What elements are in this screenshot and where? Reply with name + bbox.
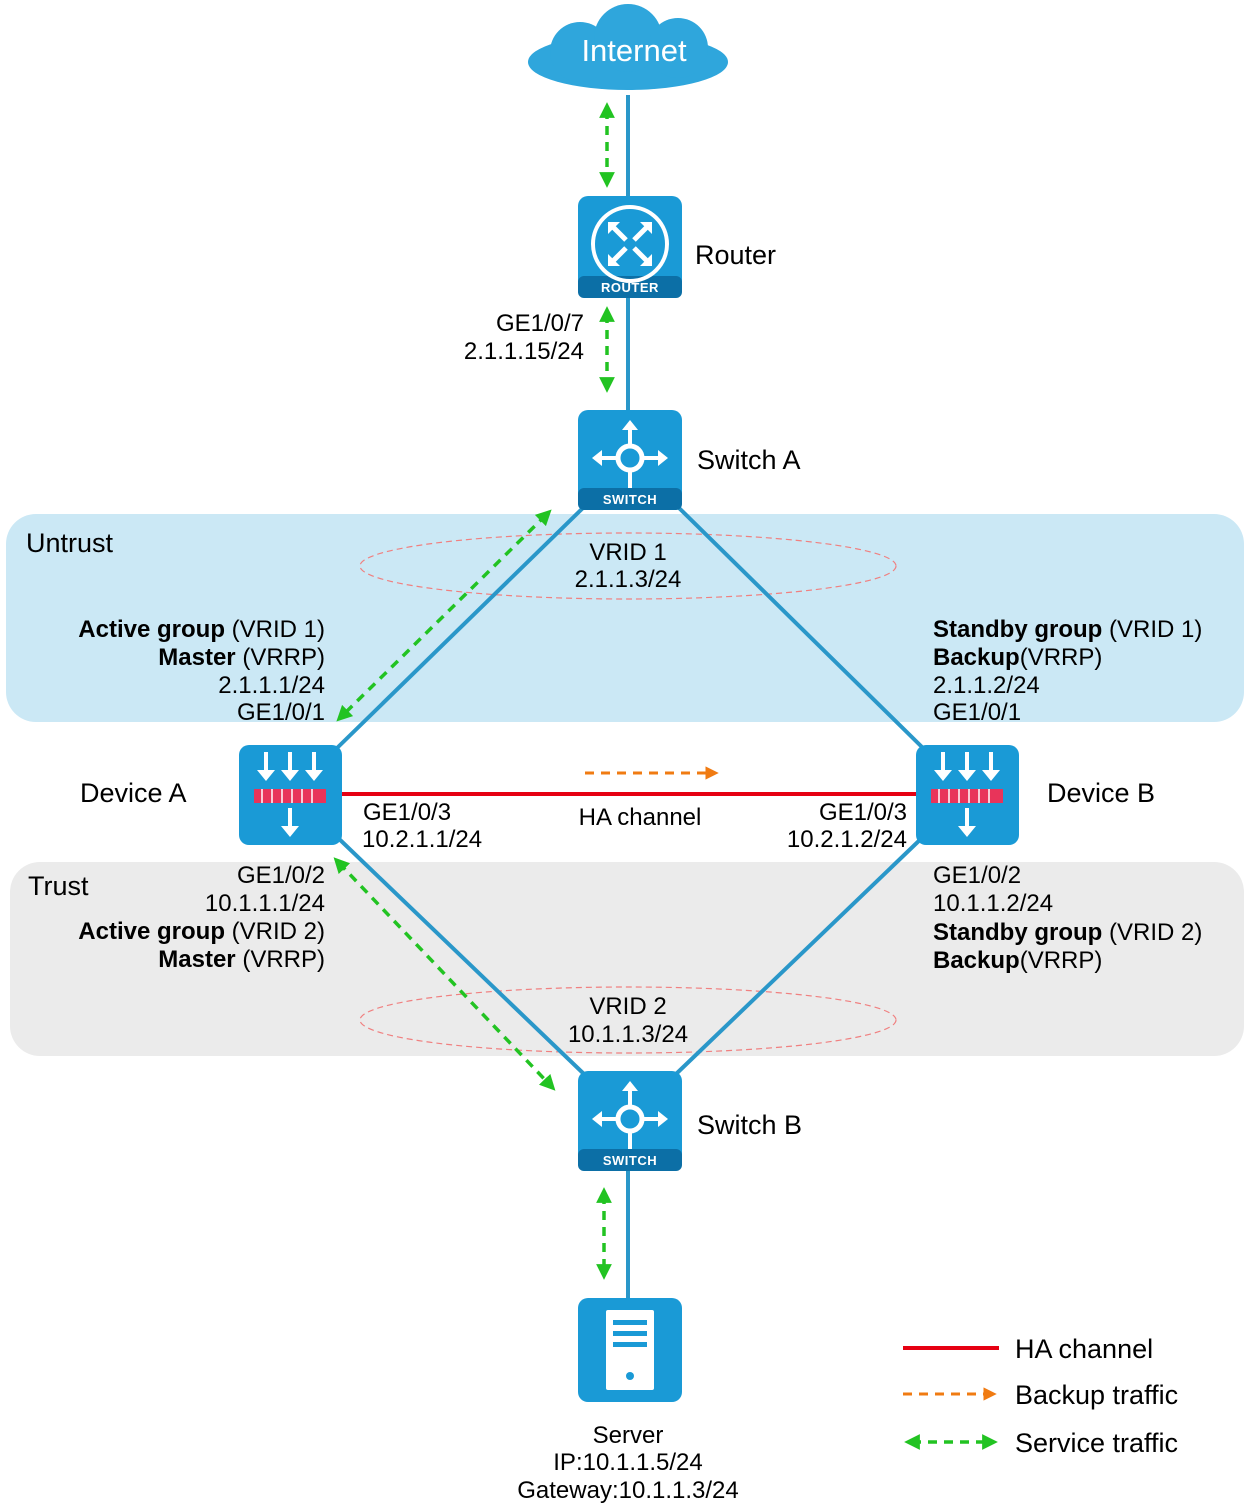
router-label: Router xyxy=(695,240,776,270)
vrid1-ip: 2.1.1.3/24 xyxy=(575,566,682,593)
legend-service-traffic-label: Service traffic xyxy=(1015,1428,1178,1458)
device-a-uplink-interface: GE1/0/1 xyxy=(237,699,325,726)
internet-cloud: Internet xyxy=(528,4,728,90)
device-b-downlink-interface: GE1/0/2 xyxy=(933,862,1021,889)
firewall-icon xyxy=(254,752,326,837)
switch-a-label: Switch A xyxy=(697,445,801,475)
internet-label: Internet xyxy=(581,33,687,68)
device-b-label: Device B xyxy=(1047,778,1155,808)
switch-b-node[interactable]: SWITCH xyxy=(578,1071,682,1171)
untrust-zone xyxy=(6,514,1244,722)
device-a-downlink-interface: GE1/0/2 xyxy=(237,862,325,889)
switch-icon xyxy=(592,1081,668,1149)
device-a-master-vrrp-1: Master (VRRP) xyxy=(158,644,325,671)
switch-b-label: Switch B xyxy=(697,1110,802,1140)
legend-ha-channel-label: HA channel xyxy=(1015,1334,1153,1364)
vrid2-title: VRID 2 xyxy=(589,993,666,1020)
server-ip: IP:10.1.1.5/24 xyxy=(553,1449,702,1476)
device-b-standby-group-vrid1: Standby group (VRID 1) xyxy=(933,616,1202,643)
router-node[interactable]: ROUTER xyxy=(578,196,682,298)
link-switch-a-device-b xyxy=(673,502,927,752)
device-b-node[interactable] xyxy=(916,745,1019,845)
vrid1-ellipse xyxy=(359,532,897,600)
device-b-ha-interface: GE1/0/3 xyxy=(819,799,907,826)
untrust-zone-label: Untrust xyxy=(26,528,114,558)
device-a-uplink-ip: 2.1.1.1/24 xyxy=(218,672,325,699)
server-gateway: Gateway:10.1.1.3/24 xyxy=(517,1477,738,1504)
device-a-ha-ip: 10.2.1.1/24 xyxy=(362,826,482,853)
router-interface: GE1/0/7 xyxy=(496,310,584,337)
device-a-ha-interface: GE1/0/3 xyxy=(363,799,451,826)
device-a-master-vrrp-2: Master (VRRP) xyxy=(158,946,325,973)
router-icon xyxy=(591,205,669,283)
router-badge: ROUTER xyxy=(601,280,659,295)
switch-a-badge: SWITCH xyxy=(603,492,657,507)
legend: HA channel Backup traffic Service traffi… xyxy=(903,1334,1178,1458)
legend-backup-traffic-label: Backup traffic xyxy=(1015,1380,1178,1410)
cloud-icon xyxy=(528,4,728,90)
switch-b-badge: SWITCH xyxy=(603,1153,657,1168)
device-a-node[interactable] xyxy=(239,745,342,845)
device-b-uplink-ip: 2.1.1.2/24 xyxy=(933,672,1040,699)
trust-zone xyxy=(10,862,1244,1056)
switch-a-node[interactable]: SWITCH xyxy=(578,410,682,510)
device-b-standby-group-vrid2: Standby group (VRID 2) xyxy=(933,919,1202,946)
vrid1-title: VRID 1 xyxy=(589,539,666,566)
ha-channel-label: HA channel xyxy=(579,804,702,831)
device-b-ha-ip: 10.2.1.2/24 xyxy=(787,826,907,853)
device-b-backup-vrrp-1: Backup(VRRP) xyxy=(933,644,1102,671)
router-ip: 2.1.1.15/24 xyxy=(464,338,584,365)
switch-icon xyxy=(592,420,668,488)
device-a-active-group-vrid2: Active group (VRID 2) xyxy=(78,918,325,945)
device-a-downlink-ip: 10.1.1.1/24 xyxy=(205,890,325,917)
device-b-backup-vrrp-2: Backup(VRRP) xyxy=(933,947,1102,974)
device-a-label: Device A xyxy=(80,778,187,808)
vrid2-ellipse xyxy=(359,986,897,1054)
server-icon xyxy=(606,1310,654,1390)
device-b-downlink-ip: 10.1.1.2/24 xyxy=(933,890,1053,917)
link-device-b-switch-b xyxy=(673,833,927,1077)
service-traffic-device-a-switch-b xyxy=(333,857,556,1091)
device-b-uplink-interface: GE1/0/1 xyxy=(933,699,1021,726)
server-label: Server xyxy=(593,1422,664,1449)
firewall-icon xyxy=(931,752,1003,837)
server-node[interactable] xyxy=(578,1298,682,1402)
device-a-active-group-vrid1: Active group (VRID 1) xyxy=(78,616,325,643)
vrid2-ip: 10.1.1.3/24 xyxy=(568,1021,688,1048)
trust-zone-label: Trust xyxy=(28,871,89,901)
